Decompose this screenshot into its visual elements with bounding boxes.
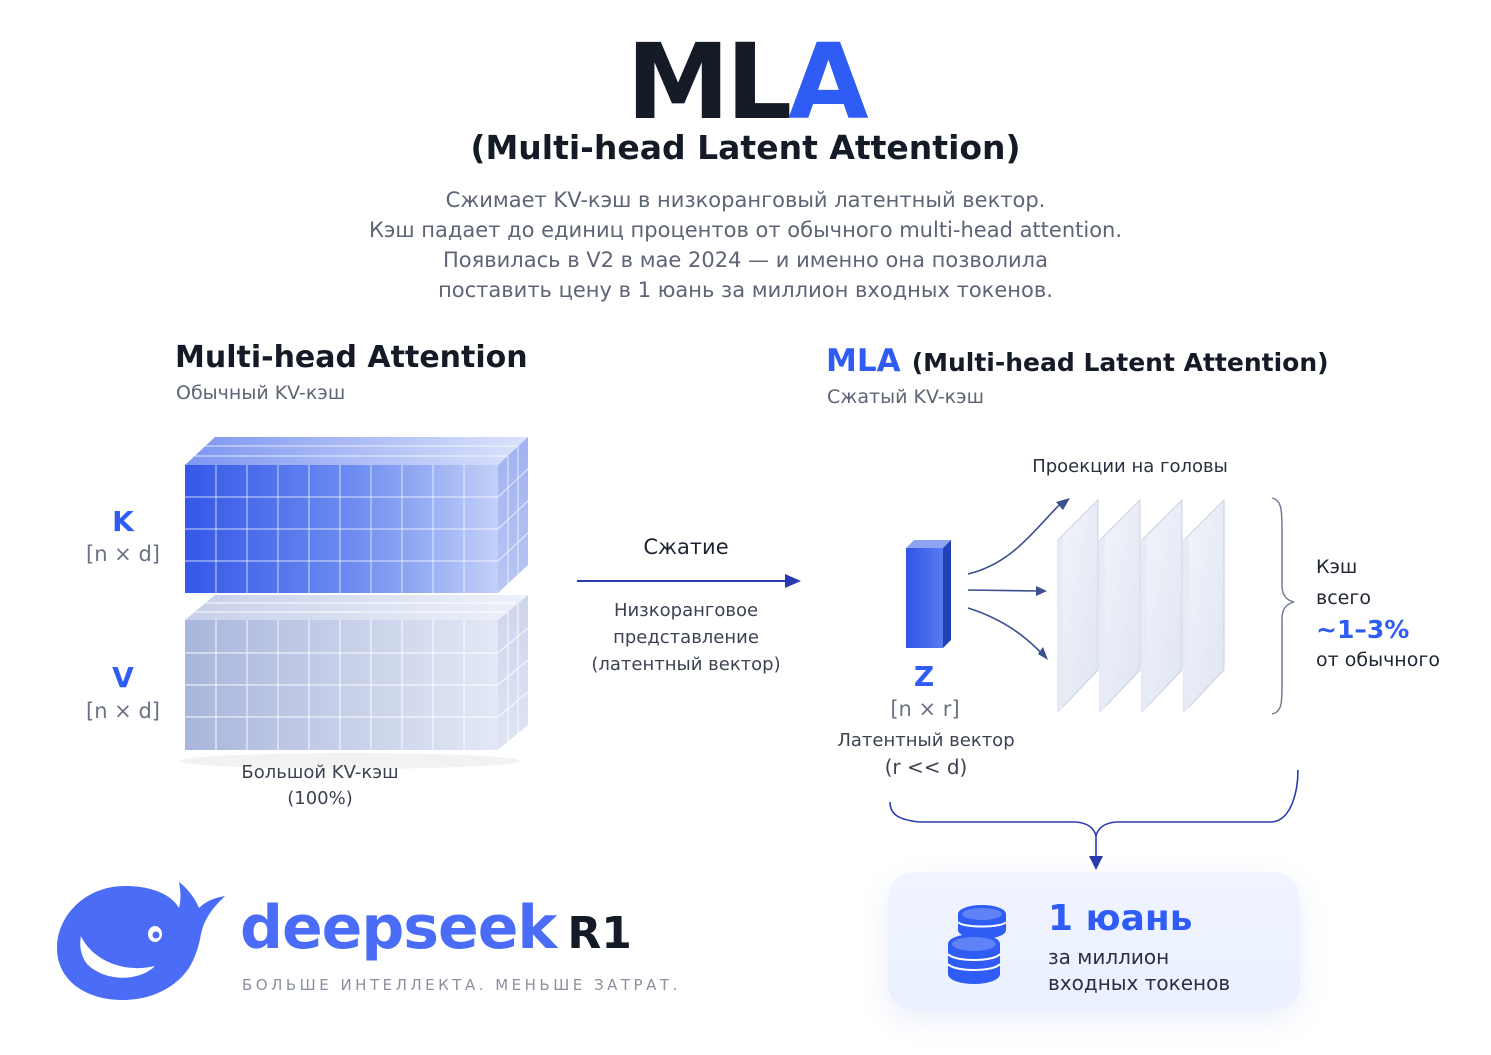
- cache-bracket: [1271, 497, 1295, 715]
- v-label: V: [112, 661, 134, 694]
- price-subtitle: за миллион входных токенов: [1048, 944, 1230, 996]
- description-line-4: поставить цену в 1 юань за миллион входн…: [438, 278, 1053, 302]
- compression-note: Низкоранговое представление (латентный в…: [576, 597, 796, 678]
- whale-logo-icon: [57, 882, 225, 1000]
- bottom-brace: [889, 769, 1299, 837]
- compression-note-line-1: Низкоранговое: [613, 600, 759, 621]
- brand-model: R1: [567, 908, 632, 959]
- big-cache-text: Большой KV-кэш: [241, 762, 399, 783]
- z-caption: Латентный вектор (r << d): [826, 728, 1026, 780]
- v-block: [185, 595, 529, 750]
- projections-label: Проекции на головы: [1032, 456, 1228, 477]
- mla-subtitle: Сжатый KV-кэш: [827, 386, 984, 408]
- projection-arrows: [967, 501, 1063, 657]
- mla-diagram: [889, 497, 1299, 870]
- big-cache-label: Большой KV-кэш (100%): [200, 760, 440, 812]
- v-dim: [n × d]: [86, 699, 160, 723]
- main-title: MLA: [0, 22, 1491, 142]
- price-line-2: входных токенов: [1048, 971, 1231, 995]
- main-subtitle: (Multi-head Latent Attention): [470, 128, 1021, 167]
- description: Сжимает KV-кэш в низкоранговый латентный…: [0, 185, 1491, 305]
- compression-note-line-2: представление: [613, 627, 759, 648]
- cache-note-line-2: всего: [1316, 587, 1371, 609]
- price-card: 1 юань за миллион входных токенов: [888, 872, 1300, 1010]
- z-dim: [n × r]: [890, 697, 960, 721]
- compression-note-line-3: (латентный вектор): [591, 654, 781, 675]
- compression-label: Сжатие: [643, 535, 729, 559]
- big-cache-pct: (100%): [287, 788, 353, 809]
- k-label: K: [112, 505, 134, 538]
- mla-title-rest: (Multi-head Latent Attention): [911, 348, 1329, 377]
- description-line-2: Кэш падает до единиц процентов от обычно…: [368, 218, 1123, 242]
- mha-title: Multi-head Attention: [175, 340, 528, 375]
- price-line-1: за миллион: [1048, 945, 1170, 969]
- cache-note-pct: ~1–3%: [1316, 615, 1410, 644]
- coins-icon: [947, 905, 1007, 984]
- z-vector-block: [906, 540, 951, 648]
- mla-title: MLA (Multi-head Latent Attention): [826, 343, 1329, 379]
- description-line-3: Появилась в V2 в мае 2024 — и именно она…: [443, 248, 1048, 272]
- cache-note: Кэш всего ~1–3% от обычного: [1316, 552, 1440, 676]
- k-block: [185, 437, 529, 593]
- brand: deepseek R1: [240, 893, 632, 963]
- z-caption-note: (r << d): [884, 755, 968, 779]
- title-part-ml: ML: [626, 21, 792, 143]
- brand-name: deepseek: [240, 893, 557, 963]
- compression-arrow: [577, 574, 801, 588]
- cache-note-line-1: Кэш: [1316, 556, 1358, 578]
- k-dim: [n × d]: [86, 542, 160, 566]
- description-line-1: Сжимает KV-кэш в низкоранговый латентный…: [445, 188, 1046, 212]
- cache-note-line-3: от обычного: [1316, 649, 1440, 671]
- z-label: Z: [913, 660, 935, 693]
- mla-title-accent: MLA: [826, 343, 901, 379]
- price-amount: 1 юань: [1048, 898, 1193, 939]
- title-part-a: A: [788, 21, 868, 143]
- projection-planes: [1057, 498, 1225, 714]
- mha-subtitle: Обычный KV-кэш: [176, 382, 346, 404]
- z-caption-text: Латентный вектор: [837, 730, 1015, 751]
- kv-cache-blocks: [180, 437, 529, 769]
- brand-tagline: БОЛЬШЕ ИНТЕЛЛЕКТА. МЕНЬШЕ ЗАТРАТ.: [242, 976, 681, 994]
